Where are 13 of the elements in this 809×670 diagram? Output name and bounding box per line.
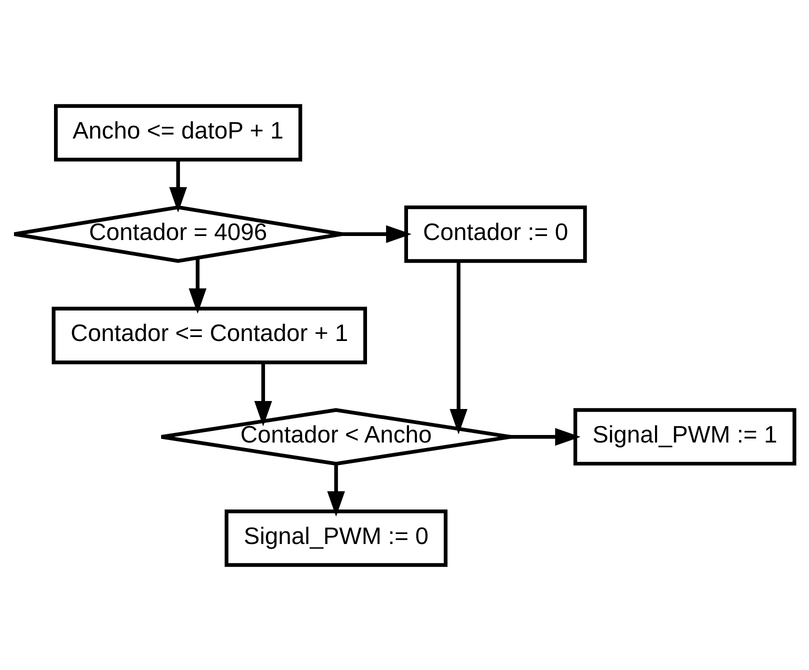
node-diamond: Contador = 4096	[12, 204, 344, 262]
arrow	[511, 427, 581, 446]
node-box: Contador <= Contador + 1	[52, 306, 368, 364]
arrow	[254, 362, 272, 426]
node-box: Signal_PWM := 0	[224, 509, 448, 566]
arrow	[169, 159, 187, 212]
node-box: Signal_PWM := 1	[573, 408, 796, 466]
arrow	[342, 224, 412, 243]
node-box: Ancho <= datoP + 1	[54, 104, 302, 161]
arrow	[188, 258, 207, 314]
arrow	[327, 464, 345, 516]
arrow	[450, 260, 468, 434]
node-box: Contador := 0	[404, 204, 587, 262]
